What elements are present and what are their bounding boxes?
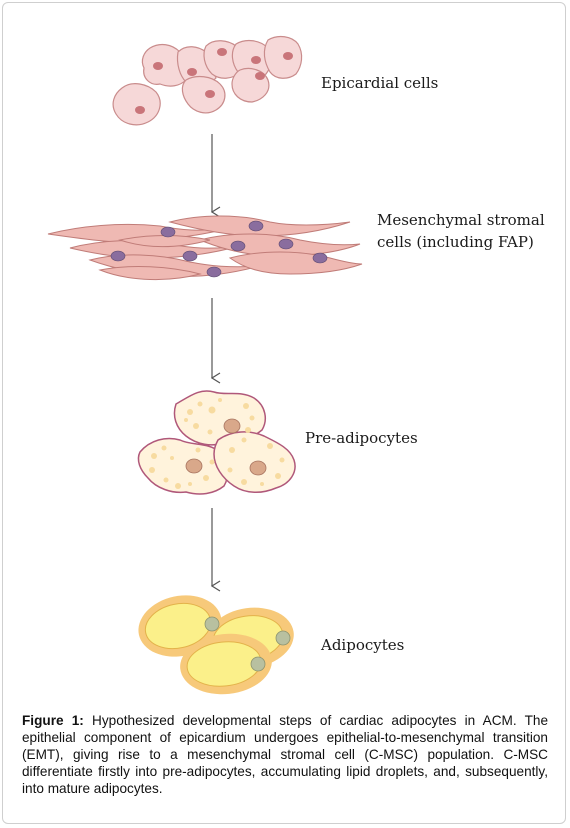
adipocyte-nucleus: [275, 630, 291, 646]
preadipocyte-nuclei: [185, 418, 267, 476]
epicardial-nuclei: [135, 48, 293, 114]
caption-text: Hypothesized developmental steps of card…: [22, 713, 549, 796]
figure-caption: Figure 1: Hypothesized developmental ste…: [22, 712, 548, 797]
epicardial-cell: [112, 83, 161, 126]
epicardial-cell: [263, 35, 303, 79]
preadipocyte-droplets: [149, 398, 285, 489]
epicardial-cell: [141, 43, 187, 87]
epicardial-cell: [181, 75, 226, 114]
preadipocytes-cluster: [137, 390, 296, 495]
caption-label: Figure 1:: [22, 713, 84, 728]
label-mesenchymal-line2: cells (including FAP): [377, 233, 534, 251]
adipocyte-nucleus: [250, 656, 266, 672]
label-epicardial-cells: Epicardial cells: [321, 74, 439, 92]
label-preadipocytes: Pre-adipocytes: [305, 429, 418, 447]
label-mesenchymal-line1: Mesenchymal stromal: [377, 211, 545, 229]
stromal-cells-cluster: [47, 215, 363, 281]
adipocytes-cluster: [138, 595, 294, 695]
label-adipocytes: Adipocytes: [321, 636, 405, 654]
stromal-nuclei: [110, 220, 328, 278]
adipocyte-nucleus: [204, 616, 220, 632]
diagram: [47, 35, 363, 695]
